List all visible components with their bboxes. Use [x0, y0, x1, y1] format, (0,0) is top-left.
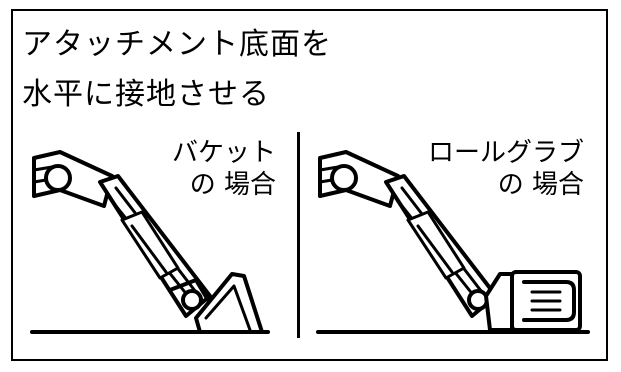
roll-grab-jaw — [484, 272, 514, 332]
roll-grab-label-line-1: ロールグラブ — [427, 138, 584, 168]
instruction-line-2: 水平に接地させる — [22, 77, 270, 112]
bucket-cylinder — [120, 210, 180, 280]
bucket-label-line-2: の 場合 — [189, 170, 276, 200]
bucket-label-line-1: バケット — [171, 138, 276, 168]
panel-divider — [297, 132, 300, 338]
diagram-frame — [11, 9, 608, 361]
roll-grab-cylinder — [406, 210, 466, 280]
roll-grab-label-line-2: の 場合 — [497, 170, 584, 200]
instruction-line-1: アタッチメント底面を — [22, 27, 332, 62]
